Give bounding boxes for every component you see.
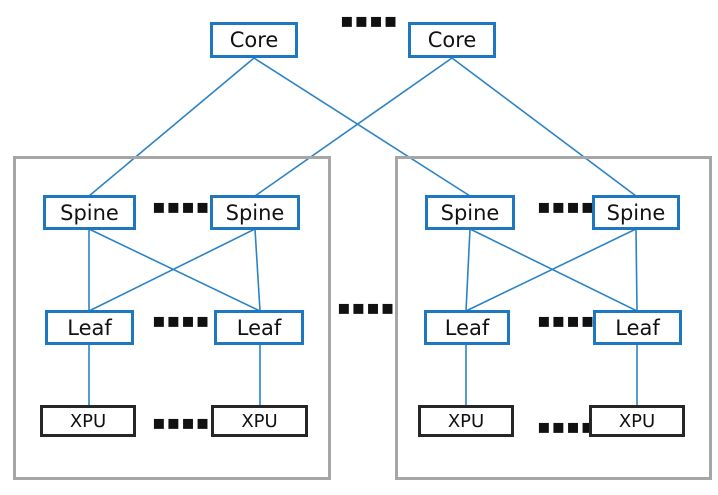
link-core1-pod1-spine1: [88, 57, 255, 197]
pod1-spine-switch-1: Spine: [43, 195, 136, 230]
pod1-leaf-switch-1: Leaf: [45, 310, 134, 345]
pod2-xpu-ellipsis: ▪▪▪▪: [537, 420, 596, 434]
core-ellipsis: ▪▪▪▪: [340, 14, 399, 28]
link-core2-pod1-spine2: [254, 57, 453, 197]
pod1-leaf-switch-2: Leaf: [214, 310, 304, 345]
link-pod1-spine2-leaf2: [254, 228, 261, 312]
pod2-xpu-2: XPU: [589, 405, 685, 437]
core-switch-2: Core: [408, 22, 496, 58]
pod-1: [13, 156, 331, 480]
pod1-spine-ellipsis: ▪▪▪▪: [152, 200, 211, 214]
pod1-xpu-1: XPU: [40, 405, 136, 437]
core-switch-1: Core: [210, 22, 298, 58]
pod2-leaf-switch-2: Leaf: [593, 310, 682, 345]
pod-2: [395, 156, 712, 480]
pod2-xpu-1: XPU: [418, 405, 514, 437]
link-core2-pod2-spine2: [451, 57, 637, 197]
link-pod2-spine1-leaf2: [469, 228, 638, 312]
link-pod1-spine2-leaf1: [88, 228, 256, 312]
pod1-xpu-2: XPU: [211, 405, 308, 437]
pod2-leaf-switch-1: Leaf: [424, 310, 510, 345]
pod-ellipsis: ▪▪▪▪: [337, 301, 396, 315]
link-pod1-spine1-leaf2: [88, 228, 261, 312]
pod2-spine-switch-1: Spine: [425, 195, 515, 230]
pod2-spine-switch-2: Spine: [592, 195, 680, 230]
link-pod2-spine2-leaf1: [465, 228, 637, 312]
link-pod2-spine1-leaf1: [465, 228, 471, 312]
pod1-xpu-ellipsis: ▪▪▪▪: [152, 416, 211, 430]
pod1-leaf-ellipsis: ▪▪▪▪: [152, 314, 211, 328]
pod2-leaf-ellipsis: ▪▪▪▪: [537, 314, 596, 328]
link-pod2-spine2-leaf2: [635, 228, 638, 312]
link-core1-pod2-spine1: [253, 57, 471, 197]
pod2-spine-ellipsis: ▪▪▪▪: [537, 200, 596, 214]
pod1-spine-switch-2: Spine: [210, 195, 300, 230]
